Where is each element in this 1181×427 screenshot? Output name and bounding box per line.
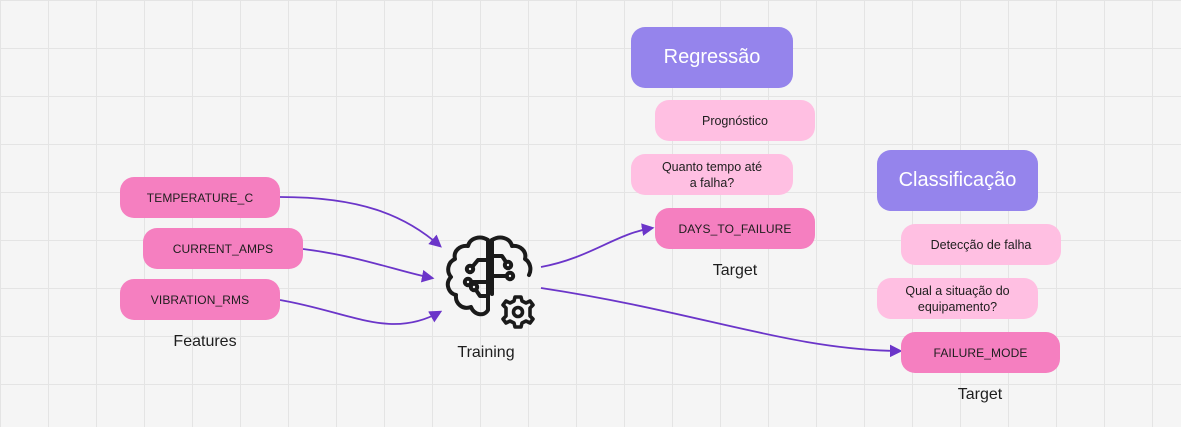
feature-temperature: TEMPERATURE_C — [120, 177, 280, 218]
classification-target: FAILURE_MODE — [901, 332, 1060, 373]
arrow-training-to-days-to-failure — [540, 223, 655, 268]
arrow-training-to-failure-mode — [540, 287, 903, 358]
regression-target: DAYS_TO_FAILURE — [655, 208, 815, 249]
classification-question: Qual a situação do equipamento? — [877, 278, 1038, 319]
classification-header: Classificação — [877, 150, 1038, 211]
arrow-current-to-training — [302, 248, 435, 283]
feature-current: CURRENT_AMPS — [143, 228, 303, 269]
feature-vibration: VIBRATION_RMS — [120, 279, 280, 320]
brain-gear-icon — [445, 235, 535, 329]
regression-header: Regressão — [631, 27, 793, 88]
classification-category: Detecção de falha — [901, 224, 1061, 265]
regression-question: Quanto tempo até a falha? — [631, 154, 793, 195]
arrow-vibration-to-training — [279, 299, 443, 325]
regression-category: Prognóstico — [655, 100, 815, 141]
arrow-temperature-to-training — [279, 196, 442, 248]
training-caption: Training — [457, 344, 515, 361]
classification-target-caption: Target — [957, 386, 1003, 403]
regression-target-caption: Target — [712, 262, 758, 279]
features-caption: Features — [173, 333, 237, 350]
